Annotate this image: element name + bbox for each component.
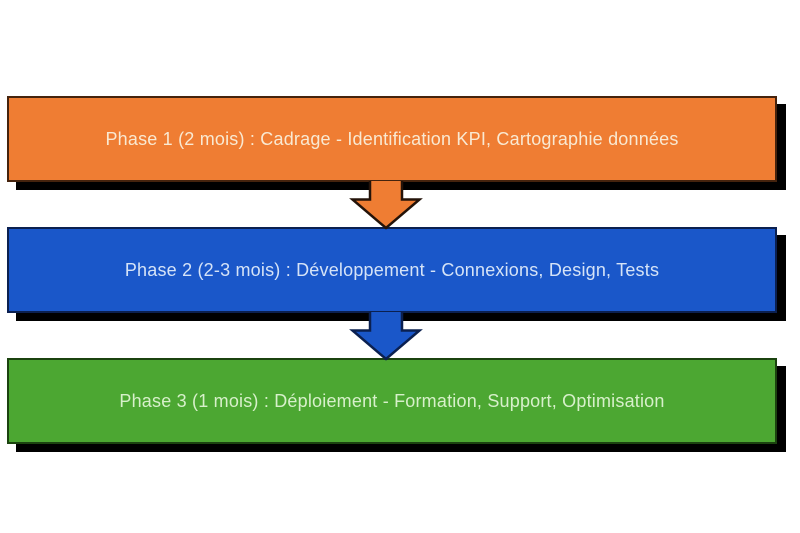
phase-1-bar: Phase 1 (2 mois) : Cadrage - Identificat… <box>7 96 777 182</box>
phase-1-label: Phase 1 (2 mois) : Cadrage - Identificat… <box>105 128 679 149</box>
phase-3-bar: Phase 3 (1 mois) : Déploiement - Formati… <box>7 358 777 444</box>
phase-2-bar: Phase 2 (2-3 mois) : Développement - Con… <box>7 227 777 313</box>
phase-3-label: Phase 3 (1 mois) : Déploiement - Formati… <box>119 390 665 411</box>
phase-2-label: Phase 2 (2-3 mois) : Développement - Con… <box>124 259 660 280</box>
